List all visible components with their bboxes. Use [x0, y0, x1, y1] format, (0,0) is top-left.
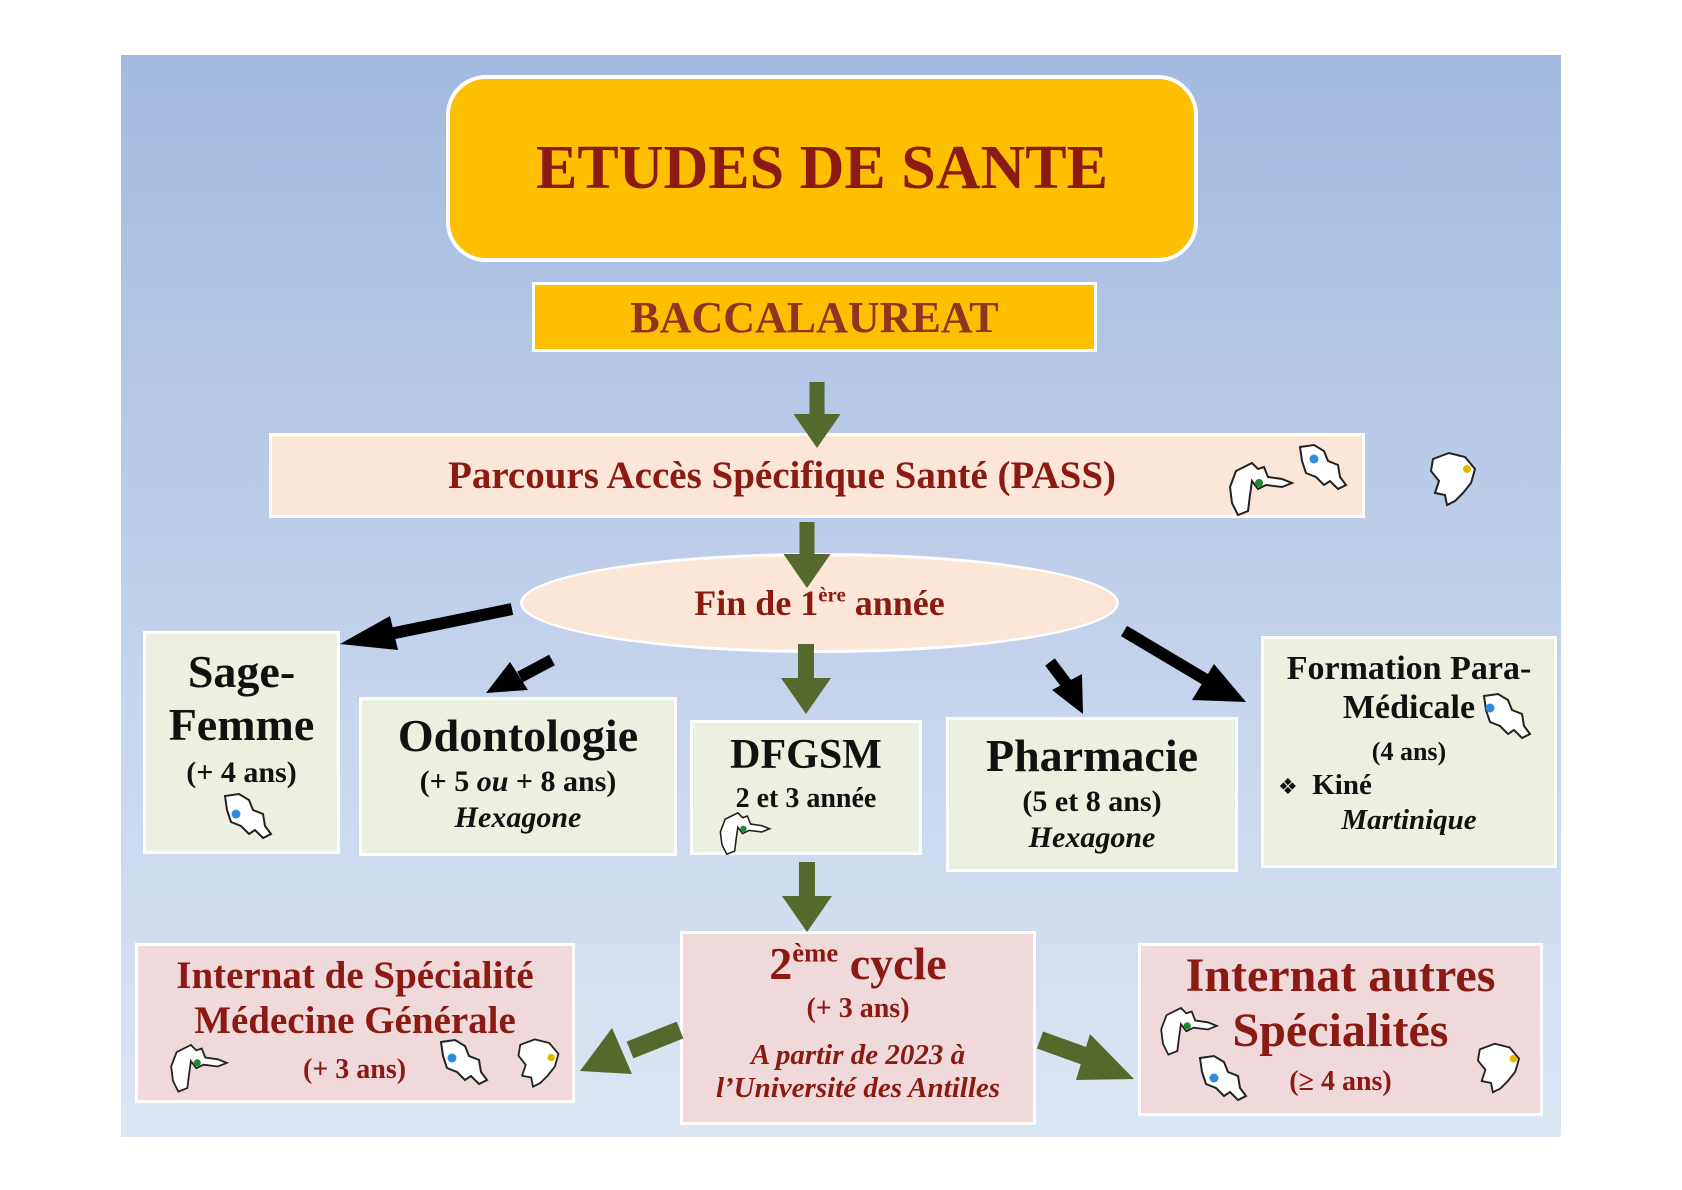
- internat-mg-duration: (+ 3 ans): [303, 1054, 407, 1085]
- guadeloupe-map-icon: [719, 811, 772, 856]
- paramedicale-line1: Formation Para-: [1286, 650, 1532, 687]
- deuxieme-cycle-sup: ème: [792, 937, 839, 968]
- sage-femme-line1: Sage-: [187, 646, 296, 697]
- sage-femme-duration: (+ 4 ans): [186, 755, 297, 789]
- dfgsm-box: DFGSM 2 et 3 année: [690, 720, 922, 855]
- guadeloupe-map-icon: [1228, 461, 1295, 517]
- internat-mg-line1: Internat de Spécialité: [176, 954, 534, 997]
- arrow-to-sage-femme: [340, 603, 514, 650]
- odontologie-duration-a: (+ 5: [419, 764, 477, 798]
- title-box: ETUDES DE SANTE: [446, 75, 1198, 262]
- guadeloupe-map-icon: [170, 1043, 230, 1093]
- paramedicale-duration: (4 ans): [1371, 737, 1447, 767]
- fin-annee-sup: ère: [818, 582, 846, 607]
- pharmacie-duration: (5 et 8 ans): [1022, 784, 1162, 818]
- arrow-bac-to-pass: [793, 382, 841, 448]
- odontologie-box: Odontologie (+ 5 ou + 8 ans) Hexagone: [359, 697, 677, 856]
- arrow-to-paramedicale: [1120, 625, 1246, 702]
- internat-autres-duration: (≥ 4 ans): [1289, 1066, 1392, 1097]
- fin-annee-suffix: année: [845, 583, 945, 623]
- baccalaureat-box: BACCALAUREAT: [532, 282, 1097, 352]
- guyane-map-icon: [1429, 451, 1477, 507]
- title-text: ETUDES DE SANTE: [536, 134, 1108, 202]
- arrow-fin-to-dfgsm: [781, 644, 831, 714]
- baccalaureat-text: BACCALAUREAT: [630, 292, 999, 342]
- pharmacie-name: Pharmacie: [985, 730, 1199, 781]
- pharmacie-box: Pharmacie (5 et 8 ans) Hexagone: [946, 717, 1238, 872]
- guyane-map-icon: [1476, 1042, 1521, 1094]
- deuxieme-cycle-num: 2: [769, 938, 793, 989]
- pharmacie-location: Hexagone: [1028, 821, 1156, 855]
- odontologie-duration: (+ 5 ou + 8 ans): [362, 765, 674, 800]
- martinique-map-icon: [223, 792, 273, 840]
- fin-annee-prefix: Fin de 1: [694, 583, 819, 623]
- paramedicale-kine: Kiné: [1312, 769, 1372, 802]
- odontologie-duration-ou: ou: [476, 764, 509, 798]
- paramedicale-kine-row: ❖ Kiné: [1264, 769, 1554, 802]
- internat-mg-line2: Médecine Générale: [194, 998, 516, 1042]
- internat-mg-box: Internat de Spécialité Médecine Générale…: [135, 943, 575, 1103]
- deuxieme-cycle-word: cycle: [838, 938, 947, 989]
- martinique-map-icon: [439, 1038, 489, 1086]
- guadeloupe-map-icon: [1160, 1006, 1220, 1056]
- pass-text: Parcours Accès Spécifique Santé (PASS): [448, 454, 1117, 497]
- dfgsm-name: DFGSM: [730, 732, 882, 778]
- martinique-map-icon: [1198, 1054, 1248, 1102]
- sage-femme-line2: Femme: [168, 698, 315, 750]
- paramedicale-box: Formation Para- Médicale (4 ans) ❖ Kiné …: [1261, 636, 1557, 868]
- internat-autres-box: Internat autres Spécialités (≥ 4 ans): [1138, 943, 1543, 1116]
- paramedicale-line2: Médicale: [1342, 689, 1476, 727]
- odontologie-name: Odontologie: [397, 710, 639, 761]
- arrow-cycle-to-internat-autres: [1036, 1031, 1134, 1080]
- deuxieme-cycle-note2: l’Université des Antilles: [715, 1072, 1001, 1105]
- fin-annee-text: Fin de 1ère année: [694, 582, 944, 624]
- deuxieme-cycle-duration: (+ 3 ans): [806, 992, 910, 1024]
- odontologie-location: Hexagone: [454, 801, 582, 835]
- arrow-pass-to-fin: [783, 522, 831, 588]
- paramedicale-location: Martinique: [1341, 804, 1477, 837]
- arrow-to-pharmacie: [1045, 658, 1083, 714]
- arrow-dfgsm-to-cycle: [782, 862, 832, 932]
- martinique-map-icon: [1298, 443, 1348, 491]
- guyane-map-icon: [517, 1038, 560, 1088]
- deuxieme-cycle-box: 2ème cycle (+ 3 ans) A partir de 2023 à …: [680, 931, 1036, 1125]
- martinique-map-icon: [1482, 692, 1532, 740]
- dfgsm-sub: 2 et 3 année: [735, 783, 877, 815]
- internat-autres-line1: Internat autres: [1185, 949, 1496, 1002]
- arrow-to-odontologie: [486, 654, 555, 693]
- deuxieme-cycle-title: 2ème cycle: [683, 938, 1033, 991]
- arrow-cycle-to-internat-mg: [580, 1021, 684, 1074]
- diamond-bullet-icon: ❖: [1278, 775, 1298, 801]
- odontologie-duration-b: + 8 ans): [508, 764, 617, 798]
- deuxieme-cycle-note1: A partir de 2023 à: [750, 1039, 966, 1072]
- internat-autres-line2: Spécialités: [1232, 1004, 1449, 1058]
